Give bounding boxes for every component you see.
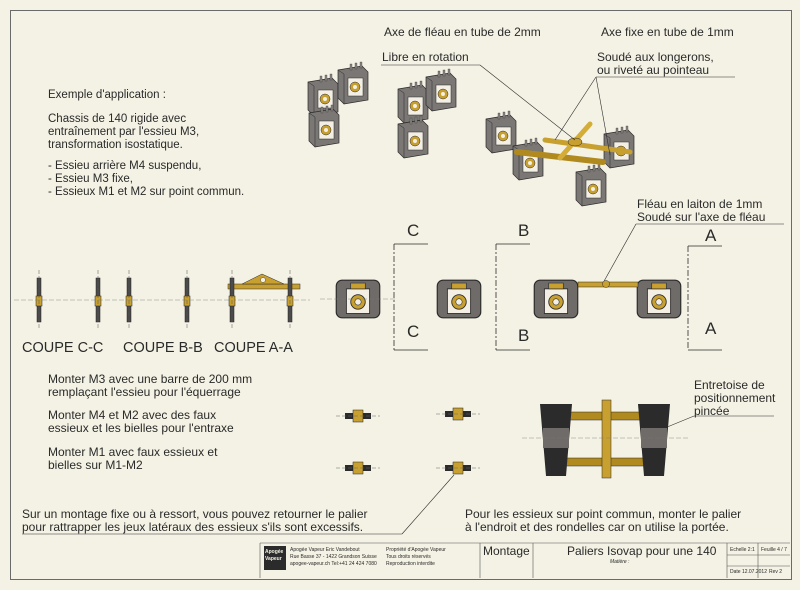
logo-text-1: Apogée	[265, 549, 284, 555]
side-sections	[14, 269, 310, 331]
label-fleau-2: Soudé sur l'axe de fléau	[637, 210, 766, 224]
note-left-2: pour rattrapper les jeux latéraux des es…	[22, 520, 364, 534]
section-lines	[320, 243, 722, 351]
section-b-top: B	[518, 221, 530, 240]
note-left-1: Sur un montage fixe ou à ressort, vous p…	[22, 507, 368, 521]
label-libre: Libre en rotation	[382, 50, 469, 64]
addr-1: Apogée Vapeur Eric Vandebout	[290, 547, 360, 553]
section-b-bottom: B	[518, 326, 530, 345]
label-soude-1: Soudé aux longerons,	[597, 50, 714, 64]
label-axe-fixe: Axe fixe en tube de 1mm	[601, 25, 734, 39]
leader-lines	[22, 64, 784, 535]
instr-m3-1: Monter M3 avec une barre de 200 mm	[48, 372, 253, 386]
front-view	[335, 279, 682, 319]
sheet: Feuille 4 / 7	[761, 547, 787, 553]
coupe-cc-label: COUPE C-C	[22, 340, 104, 356]
instr-m1-2: bielles sur M1-M2	[48, 458, 143, 472]
section-a-top: A	[705, 226, 717, 245]
instr-m4-2: essieux et les bielles pour l'entraxe	[48, 421, 234, 435]
revision: Rev 2	[769, 569, 783, 575]
note-right-1: Pour les essieux sur point commun, monte…	[465, 507, 742, 521]
logo-text-2: Vapeur	[265, 556, 282, 562]
prop-3: Reproduction interdite	[386, 561, 435, 567]
prop-1: Propriété d'Apogée Vapeur	[386, 547, 446, 553]
date: Date 12.07.2012	[730, 569, 767, 575]
scale: Echelle 2:1	[730, 547, 755, 553]
instr-m3-2: remplaçant l'essieu pour l'équerrage	[48, 385, 241, 399]
section-c-bottom: C	[407, 322, 420, 341]
prop-2: Tous droits réservés	[386, 554, 431, 560]
logo-mark	[264, 546, 286, 570]
addr-3: apogee-vapeur.ch Tel:+41 24 424 7080	[290, 561, 377, 567]
drawing-frame	[10, 10, 792, 580]
section-c-top: C	[407, 221, 420, 240]
isometric-view	[307, 61, 635, 207]
intro-bullet3: - Essieux M1 et M2 sur point commun.	[48, 186, 245, 198]
bottom-views	[335, 399, 690, 479]
label-fleau-1: Fléau en laiton de 1mm	[637, 197, 763, 211]
note-right-2: à l'endroit et des rondelles car on util…	[465, 520, 729, 534]
label-entretoise-1: Entretoise de	[694, 378, 765, 392]
intro-bullet2: - Essieu M3 fixe,	[48, 173, 133, 185]
title-block-lines	[259, 542, 790, 578]
addr-2: Rue Basse 37 - 1422 Grandson Suisse	[290, 554, 377, 560]
label-entretoise-2: positionnement	[694, 391, 776, 405]
coupe-bb-label: COUPE B-B	[123, 340, 203, 356]
label-axe-fleau: Axe de fléau en tube de 2mm	[384, 25, 541, 39]
intro-line2: entraînement par l'essieu M3,	[48, 126, 200, 138]
label-entretoise-3: pincée	[694, 404, 730, 418]
section-a-bottom: A	[705, 319, 717, 338]
intro-line1: Chassis de 140 rigide avec	[48, 113, 187, 125]
label-soude-2: ou riveté au pointeau	[597, 63, 710, 77]
matiere: Matière :	[610, 559, 630, 565]
intro-line3: transformation isostatique.	[48, 139, 183, 151]
category: Montage	[483, 544, 530, 558]
instr-m1-1: Monter M1 avec faux essieux et	[48, 445, 218, 459]
intro-bullet1: - Essieu arrière M4 suspendu,	[48, 160, 202, 172]
instr-m4-1: Monter M4 et M2 avec des faux	[48, 408, 217, 422]
drawing-title: Paliers Isovap pour une 140	[567, 544, 717, 558]
coupe-aa-label: COUPE A-A	[214, 340, 293, 356]
intro-title: Exemple d'application :	[48, 89, 166, 101]
